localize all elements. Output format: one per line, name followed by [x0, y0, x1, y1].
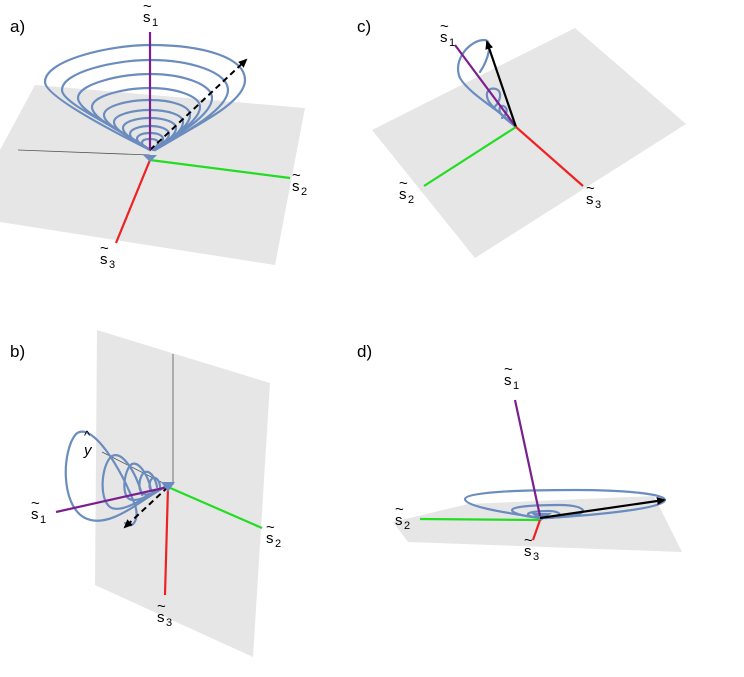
panel-a-axis-s3 — [114, 159, 152, 244]
panel-d: d) ~ s 1 ~ s 2 ~ s 3 — [357, 342, 682, 563]
svg-text:s: s — [31, 506, 39, 523]
svg-text:s: s — [395, 512, 403, 529]
svg-text:s: s — [399, 186, 407, 203]
svg-text:~: ~ — [31, 495, 40, 512]
svg-text:3: 3 — [533, 551, 539, 563]
panel-d-label: d) — [357, 342, 372, 361]
svg-text:~: ~ — [100, 240, 109, 257]
svg-text:s: s — [157, 609, 165, 626]
panel-c-label-s3: ~ s 3 — [586, 180, 601, 211]
svg-text:1: 1 — [152, 17, 158, 29]
svg-text:~: ~ — [292, 167, 301, 184]
svg-text:~: ~ — [157, 598, 166, 615]
panel-c-axis-s2 — [423, 126, 517, 187]
panel-d-arrow — [539, 497, 666, 520]
panel-a-arrow — [149, 58, 248, 151]
svg-text:s: s — [586, 191, 594, 208]
panel-b-label-s3: ~ s 3 — [157, 598, 172, 629]
svg-text:~: ~ — [524, 532, 533, 549]
panel-c-axis-s3 — [515, 126, 584, 187]
panel-a: a) ~ s 1 ~ s 2 — [0, 0, 307, 271]
svg-text:s: s — [504, 372, 512, 389]
svg-text:y: y — [83, 442, 93, 459]
panel-a-plane — [0, 85, 305, 265]
panel-b-label-y: ^ y — [83, 428, 93, 459]
panel-b-label-s2: ~ s 2 — [266, 519, 281, 550]
svg-text:^: ^ — [84, 428, 91, 443]
panel-a-axis-s2 — [149, 158, 291, 180]
panel-c-axis-s1 — [454, 44, 517, 128]
panel-d-axis-s1 — [513, 399, 542, 517]
panel-b-origin-marker — [161, 482, 175, 492]
svg-text:s: s — [143, 9, 151, 26]
panel-b-axis-s1 — [55, 485, 169, 514]
panel-a-label-s3: ~ s 3 — [100, 240, 115, 271]
svg-text:s: s — [100, 251, 108, 268]
svg-text:3: 3 — [166, 617, 172, 629]
svg-text:2: 2 — [408, 194, 414, 206]
svg-text:s: s — [266, 530, 274, 547]
panel-a-horizon-line — [17, 149, 151, 156]
svg-text:3: 3 — [109, 259, 115, 271]
panel-b-axis-s2 — [167, 485, 263, 530]
panel-c-label: c) — [357, 17, 371, 36]
svg-text:~: ~ — [395, 501, 404, 518]
panel-b-axis-s3 — [163, 486, 170, 596]
panel-c: c) ~ s 1 ~ s 2 ~ s 3 — [357, 17, 686, 258]
svg-text:~: ~ — [399, 175, 408, 192]
panel-d-label-s1: ~ s 1 — [504, 361, 519, 392]
panel-b-label-s1: ~ s 1 — [31, 495, 46, 526]
panel-c-label-s2: ~ s 2 — [399, 175, 414, 206]
panel-b-spiral — [64, 430, 167, 527]
panel-c-plane — [372, 28, 686, 258]
svg-text:s: s — [292, 178, 300, 195]
svg-text:~: ~ — [143, 0, 152, 15]
svg-text:~: ~ — [266, 519, 275, 536]
panel-d-label-s2: ~ s 2 — [395, 501, 410, 532]
svg-text:2: 2 — [275, 538, 281, 550]
panel-a-label: a) — [10, 17, 25, 36]
panel-c-label-s1: ~ s 1 — [440, 18, 455, 49]
svg-text:2: 2 — [404, 520, 410, 532]
svg-text:~: ~ — [504, 361, 513, 378]
panel-c-arrow — [485, 40, 518, 128]
panel-a-label-s2: ~ s 2 — [292, 167, 307, 198]
panel-d-spiral — [463, 488, 667, 520]
svg-text:s: s — [440, 29, 448, 46]
panel-a-origin-marker — [143, 155, 157, 162]
svg-text:2: 2 — [301, 186, 307, 198]
svg-text:~: ~ — [586, 180, 595, 197]
panel-d-axis-s3 — [531, 519, 542, 541]
svg-text:1: 1 — [449, 37, 455, 49]
panel-b-label: b) — [10, 342, 25, 361]
panel-d-axis-s2 — [419, 517, 541, 522]
panel-b: b) ^ y ~ s 1 ~ s 2 ~ — [10, 330, 281, 657]
svg-text:s: s — [524, 543, 532, 560]
svg-text:~: ~ — [440, 18, 449, 35]
panel-a-label-s1: ~ s 1 — [143, 0, 158, 29]
svg-text:1: 1 — [513, 380, 519, 392]
svg-text:1: 1 — [40, 514, 46, 526]
panel-d-label-s3: ~ s 3 — [524, 532, 539, 563]
svg-text:3: 3 — [595, 199, 601, 211]
